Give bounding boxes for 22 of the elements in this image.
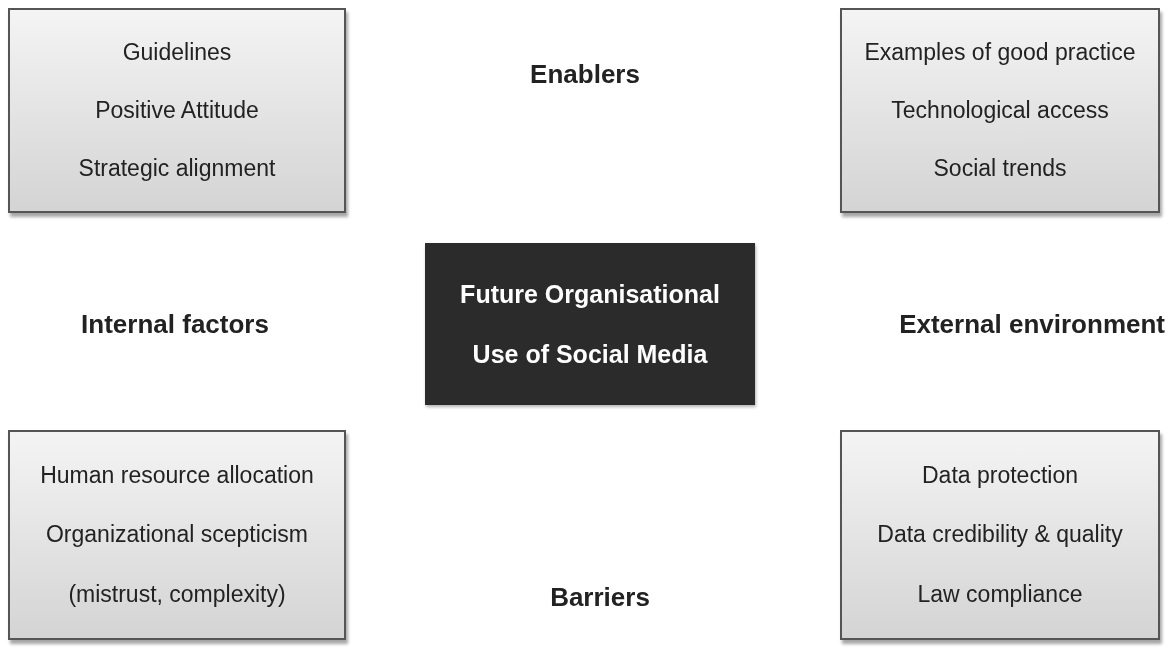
category-label: Internal factors bbox=[81, 309, 269, 340]
category-label: Enablers bbox=[530, 59, 640, 90]
category-label: External environment bbox=[899, 309, 1165, 340]
factor-text: Examples of good practice bbox=[864, 39, 1136, 67]
factor-text: Positive Attitude bbox=[95, 97, 259, 124]
factor-text: Human resource allocation bbox=[40, 462, 314, 490]
factor-text: Technological access bbox=[891, 97, 1109, 124]
factor-text: Data credibility & quality bbox=[877, 521, 1123, 549]
factor-box bbox=[840, 430, 1160, 640]
factor-text: Guidelines bbox=[122, 39, 232, 67]
factor-text: Strategic alignment bbox=[78, 154, 276, 182]
factor-text: Social trends bbox=[933, 154, 1067, 182]
factor-text: Data protection bbox=[922, 462, 1078, 490]
central-title: Future Organisational Use of Social Media bbox=[459, 279, 721, 370]
category-label: Barriers bbox=[550, 582, 650, 613]
factor-box bbox=[8, 430, 346, 640]
factor-text: Organizational scepticism bbox=[45, 521, 309, 549]
factor-text: (mistrust, complexity) bbox=[68, 580, 286, 608]
central-box bbox=[425, 243, 755, 405]
factor-box bbox=[840, 8, 1160, 213]
factor-text: Law compliance bbox=[917, 580, 1083, 608]
factor-box bbox=[8, 8, 346, 213]
